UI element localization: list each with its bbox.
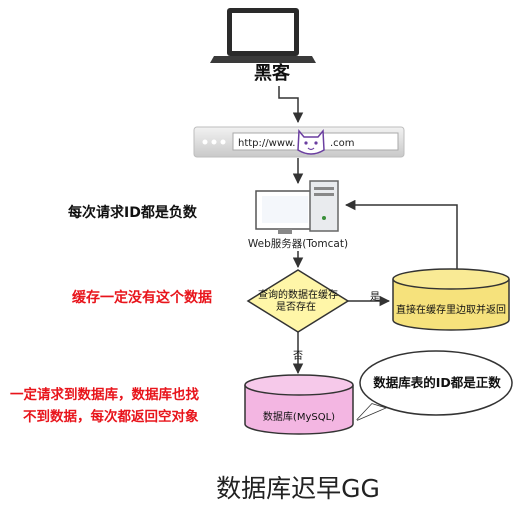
note-negative-ids: 每次请求ID都是负数 (68, 204, 198, 221)
no-label: 否 (293, 350, 303, 362)
cache-cylinder (392, 268, 510, 331)
decision-line1: 查询的数据在缓存 (258, 288, 338, 301)
hacker-label: 黑客 (254, 62, 291, 84)
cache-db-label: 直接在缓存里边取并返回 (396, 303, 506, 316)
laptop-icon (210, 8, 316, 63)
url-tail: .com (330, 138, 355, 149)
arrow-hacker-to-browser (278, 86, 304, 124)
arrow-cache-to-server (344, 199, 458, 269)
server-icon (255, 180, 339, 234)
decision-line2: 是否存在 (276, 300, 316, 313)
server-label: Web服务器(Tomcat) (248, 237, 348, 250)
url-text: http://www. (238, 138, 295, 149)
db-label: 数据库(MySQL) (263, 410, 335, 423)
database-cylinder (244, 374, 354, 435)
caption: 数据库迟早GG (216, 474, 380, 503)
yes-label: 是 (370, 291, 380, 303)
cat-face-icon (297, 129, 325, 155)
speech-bubble (356, 350, 513, 421)
note-cache-miss: 缓存一定没有这个数据 (72, 289, 212, 306)
decision-diamond (246, 269, 350, 333)
note-db-line1: 一定请求到数据库，数据库也找 (10, 386, 199, 403)
bubble-text: 数据库表的ID都是正数 (372, 375, 501, 390)
note-db-line2: 不到数据，每次都返回空对象 (23, 408, 199, 425)
